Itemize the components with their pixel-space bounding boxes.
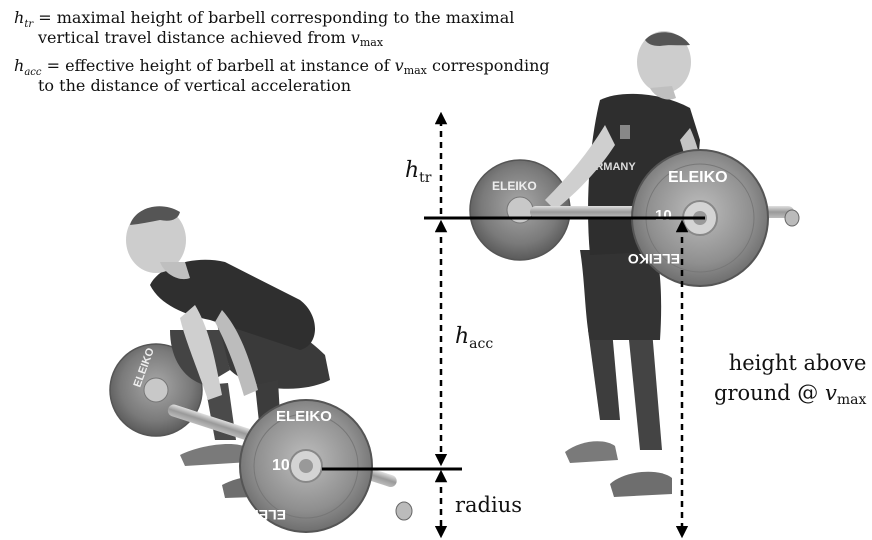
bar-end-cap-right (785, 210, 799, 226)
bar-end-cap-left (396, 502, 412, 520)
hacc-label-main: h (455, 324, 469, 349)
front-plate-left: ELEIKO 10 ELEIKO (234, 400, 372, 532)
htr-label: htr (405, 158, 432, 186)
front-plate-left-brand-bottom: ELEIKO (234, 507, 286, 523)
height-label-line2-text: ground @ (714, 381, 825, 405)
hacc-label: hacc (455, 324, 493, 352)
height-label-line1: height above (714, 348, 866, 378)
front-plate-right-brand-top: ELEIKO (668, 169, 728, 186)
front-plate-left-number: 10 (272, 457, 290, 474)
height-label-v: v (825, 381, 837, 405)
height-label-line2: ground @ vmax (714, 378, 866, 415)
shirt-emblem (620, 125, 630, 139)
htr-label-sub: tr (419, 170, 431, 186)
back-plate-right-brand: ELEIKO (492, 179, 537, 193)
radius-label: radius (455, 493, 522, 517)
front-plate-left-brand-top: ELEIKO (276, 408, 332, 425)
front-plate-right-brand-bottom: ELEIKO (628, 251, 680, 267)
hacc-label-sub: acc (469, 336, 493, 352)
height-label-vsub: max (837, 392, 867, 408)
front-plate-right-number: 10 (655, 207, 672, 224)
htr-label-main: h (405, 158, 419, 183)
